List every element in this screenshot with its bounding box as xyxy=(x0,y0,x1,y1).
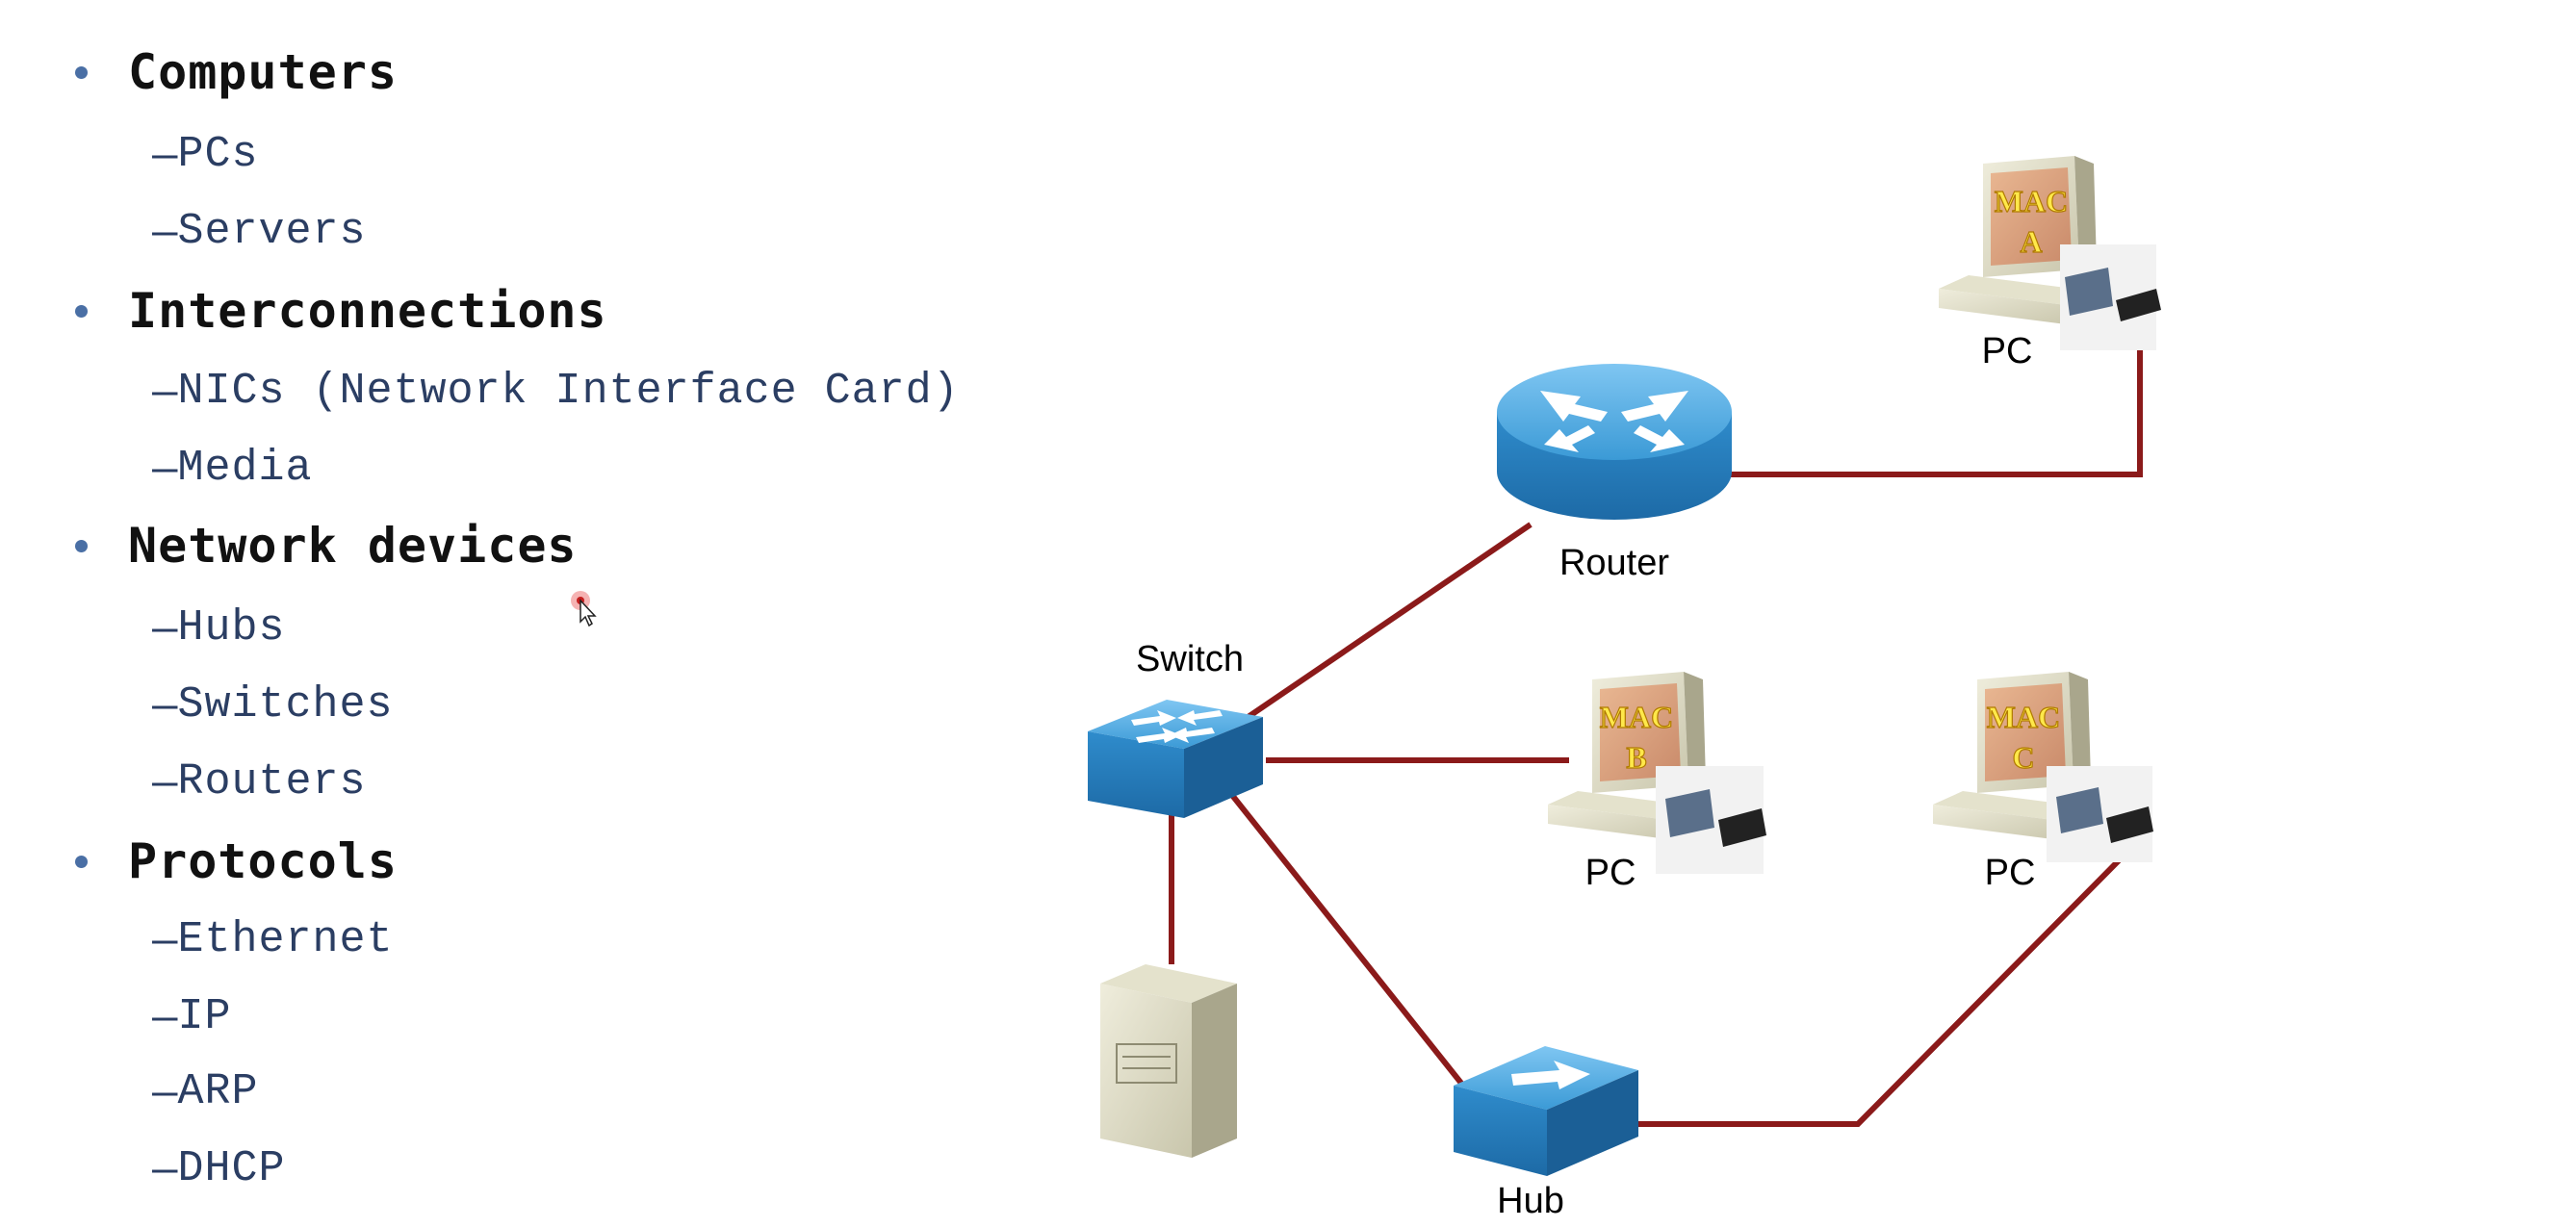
sub-dash: – xyxy=(152,756,178,806)
router-icon[interactable] xyxy=(1497,364,1732,520)
bullet-network-devices: Network devices xyxy=(75,512,578,579)
sub-dash: – xyxy=(152,129,178,179)
sub-dash: – xyxy=(152,991,178,1041)
sub-label: Servers xyxy=(177,206,367,256)
bullet-dot xyxy=(75,855,88,868)
bullet-label: Interconnections xyxy=(128,283,607,339)
bullet-dot xyxy=(75,304,88,318)
bullet-protocols: Protocols xyxy=(75,828,398,895)
sub-item-ethernet: – Ethernet xyxy=(152,910,394,968)
sub-item-nics: – NICs (Network Interface Card) xyxy=(152,362,960,420)
sub-dash: – xyxy=(152,914,178,964)
sub-dash: – xyxy=(152,366,178,416)
outline-list: Computers – PCs – Servers Interconnectio… xyxy=(0,0,1107,1228)
bullet-computers: Computers xyxy=(75,38,398,106)
links xyxy=(1169,318,2143,1127)
link-switch-hub xyxy=(1224,787,1466,1087)
sub-label: IP xyxy=(177,991,232,1041)
sub-dash: – xyxy=(152,679,178,729)
sub-label: NICs (Network Interface Card) xyxy=(177,366,960,416)
sub-label: Hubs xyxy=(177,602,286,652)
sub-item-pcs: – PCs xyxy=(152,125,259,183)
pc-b-label: PC xyxy=(1585,853,1636,893)
sub-item-servers: – Servers xyxy=(152,202,367,260)
pc-c-mac-line1: MAC xyxy=(1987,700,2060,734)
pc-c-mac-line2: C xyxy=(2012,740,2034,775)
hub-icon[interactable] xyxy=(1454,1046,1638,1176)
bullet-label: Computers xyxy=(128,44,398,100)
switch-label: Switch xyxy=(1136,639,1244,679)
router-label: Router xyxy=(1559,543,1669,583)
sub-label: Switches xyxy=(177,679,394,729)
sub-item-routers: – Routers xyxy=(152,753,367,810)
sub-label: Media xyxy=(177,443,313,493)
sub-label: PCs xyxy=(177,129,259,179)
sub-label: Routers xyxy=(177,756,367,806)
sub-dash: – xyxy=(152,1143,178,1193)
bullet-interconnections: Interconnections xyxy=(75,277,607,345)
sub-dash: – xyxy=(152,443,178,493)
sub-item-switches: – Switches xyxy=(152,676,394,733)
sub-item-arp: – ARP xyxy=(152,1062,259,1120)
bullet-dot xyxy=(75,539,88,552)
link-switch-router xyxy=(1245,522,1533,721)
server-icon[interactable] xyxy=(1100,964,1237,1158)
bullet-dot xyxy=(75,65,88,79)
bullet-label: Network devices xyxy=(128,518,578,574)
pc-c-icon[interactable]: MAC C xyxy=(1933,672,2153,862)
sub-label: Ethernet xyxy=(177,914,394,964)
sub-label: ARP xyxy=(177,1066,259,1116)
sub-dash: – xyxy=(152,602,178,652)
switch-icon[interactable] xyxy=(1088,700,1263,818)
pc-b-icon[interactable]: MAC B xyxy=(1548,672,1766,874)
mouse-cursor-icon xyxy=(571,591,597,627)
sub-item-hubs: – Hubs xyxy=(152,599,286,656)
pc-a-icon[interactable]: MAC A xyxy=(1939,156,2161,350)
sub-label: DHCP xyxy=(177,1143,286,1193)
sub-item-media: – Media xyxy=(152,439,313,497)
pc-b-mac-line2: B xyxy=(1626,740,1646,775)
pc-a-mac-line1: MAC xyxy=(1995,184,2068,218)
sub-dash: – xyxy=(152,1066,178,1116)
pc-c-label: PC xyxy=(1985,853,2036,893)
bullet-label: Protocols xyxy=(128,833,398,889)
link-hub-pc-c xyxy=(1636,844,2135,1127)
pc-a-label: PC xyxy=(1982,331,2033,371)
pc-b-mac-line1: MAC xyxy=(1600,700,1673,734)
sub-item-dhcp: – DHCP xyxy=(152,1139,286,1197)
sub-item-ip: – IP xyxy=(152,987,232,1045)
pc-a-mac-line2: A xyxy=(2020,224,2042,259)
sub-dash: – xyxy=(152,206,178,256)
link-router-pc-a xyxy=(1728,318,2143,477)
hub-label: Hub xyxy=(1497,1181,1564,1221)
